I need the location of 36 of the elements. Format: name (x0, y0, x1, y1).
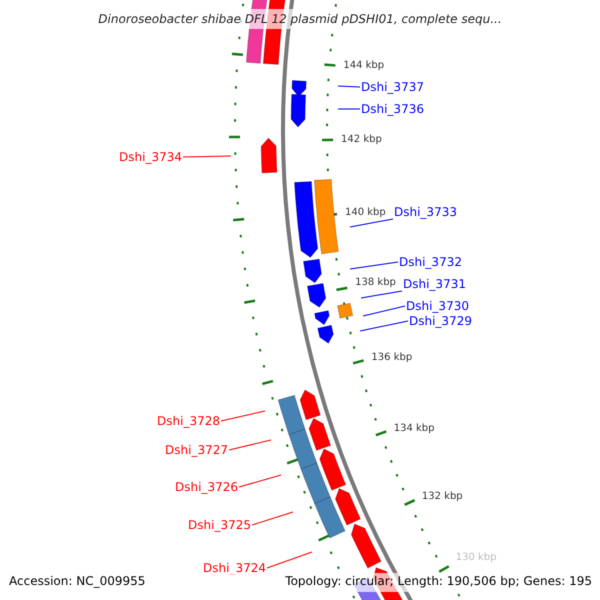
scale-label: 130 kbp (456, 553, 496, 564)
scale-label: 136 kbp (371, 353, 412, 364)
leader-line (360, 320, 408, 332)
scale-label: 140 kbp (344, 208, 386, 218)
gene-label: Dshi_3731 (403, 278, 466, 290)
scale-label: 132 kbp (422, 492, 463, 502)
leader-line (238, 474, 282, 488)
leader-line (266, 552, 312, 568)
accession-text: Accession: NC_009955 (9, 575, 146, 587)
leader-line (360, 290, 402, 298)
leader-line (350, 262, 398, 270)
gene-label: Dshi_3729 (409, 315, 472, 327)
leader-line (182, 156, 232, 158)
gene-label: Dshi_3728 (157, 415, 220, 427)
scale-label: 134 kbp (394, 424, 434, 434)
leader-line (338, 86, 360, 88)
scale-label: 142 kbp (341, 134, 382, 145)
gene-label: Dshi_3725 (188, 519, 251, 531)
gene-label: Dshi_3727 (165, 444, 228, 456)
scale-label: 144 kbp (343, 61, 384, 72)
summary-text: Topology: circular; Length: 190,506 bp; Genes: 195 (285, 575, 592, 587)
gene-label: Dshi_3730 (406, 300, 469, 312)
gene-label: Dshi_3726 (175, 481, 238, 493)
gene-label: Dshi_3737 (361, 81, 424, 93)
leader-line (220, 410, 266, 422)
leader-line (350, 218, 394, 228)
leader-line (362, 306, 406, 316)
gene-label: Dshi_3724 (203, 562, 266, 574)
gene-label: Dshi_3736 (361, 103, 424, 115)
gene-label: Dshi_3733 (394, 206, 457, 218)
leader-line (252, 512, 294, 526)
leader-line (228, 440, 272, 450)
scale-label: 138 kbp (355, 278, 396, 288)
gene-label: Dshi_3734 (119, 151, 182, 163)
gene-label: Dshi_3732 (399, 256, 462, 268)
leader-line (338, 108, 360, 110)
